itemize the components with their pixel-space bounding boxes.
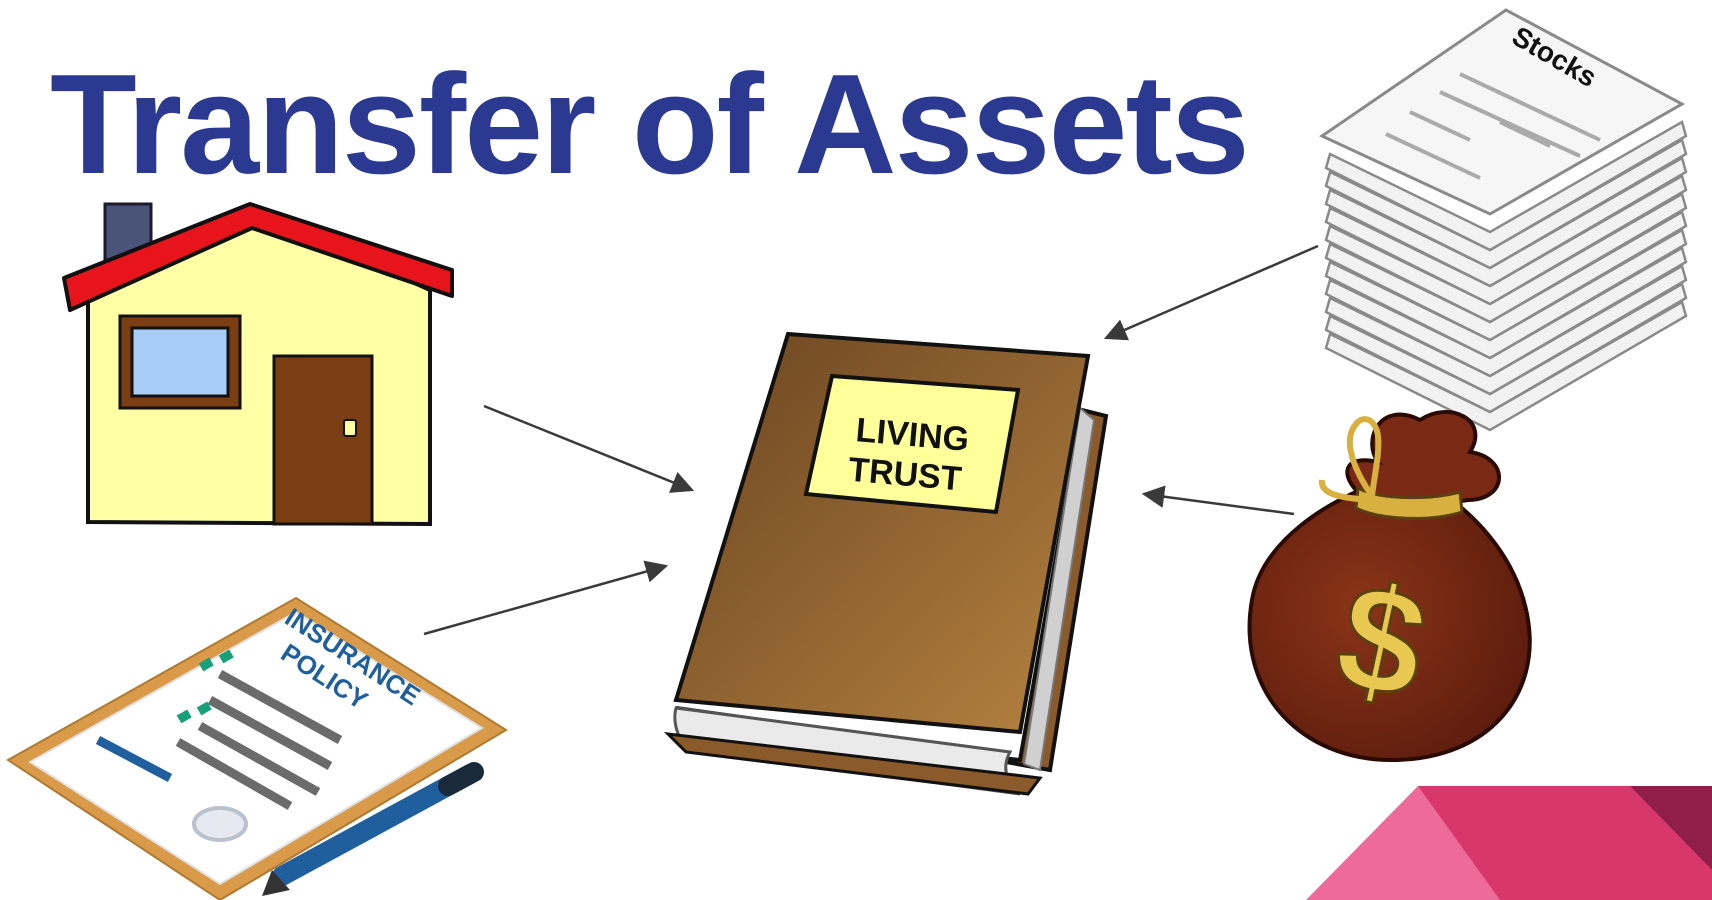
corner-decoration	[1306, 786, 1712, 900]
arrow-house-to-trust	[483, 404, 695, 493]
insurance-policy-icon: INSURANCE POLICY	[6, 596, 508, 900]
pen-icon	[262, 762, 484, 896]
arrow-stocks-to-trust	[1103, 244, 1319, 341]
paper-sheet	[1324, 228, 1688, 360]
paper-sheet	[1324, 138, 1688, 270]
paper-sheet	[1324, 264, 1688, 396]
paper-sheet	[1324, 156, 1688, 288]
paper-sheet	[1324, 300, 1688, 432]
paper-sheet	[1324, 282, 1688, 414]
paper-sheet	[1324, 246, 1688, 378]
money-bag-icon: $	[1247, 410, 1532, 763]
paper-stack	[1324, 120, 1688, 432]
arrow-insurance-to-trust	[423, 560, 669, 636]
paper-sheet	[1324, 192, 1688, 324]
paper-sheet	[1324, 174, 1688, 306]
arrow-money-to-trust	[1141, 485, 1295, 516]
stocks-papers-icon: Stocks	[1318, 8, 1688, 432]
living-trust-book-icon: LIVING TRUST	[663, 331, 1109, 796]
paper-sheet	[1324, 210, 1688, 342]
paper-sheet	[1324, 120, 1688, 252]
house-icon	[62, 202, 454, 527]
slide-title: Transfer of Assets	[50, 45, 1250, 204]
